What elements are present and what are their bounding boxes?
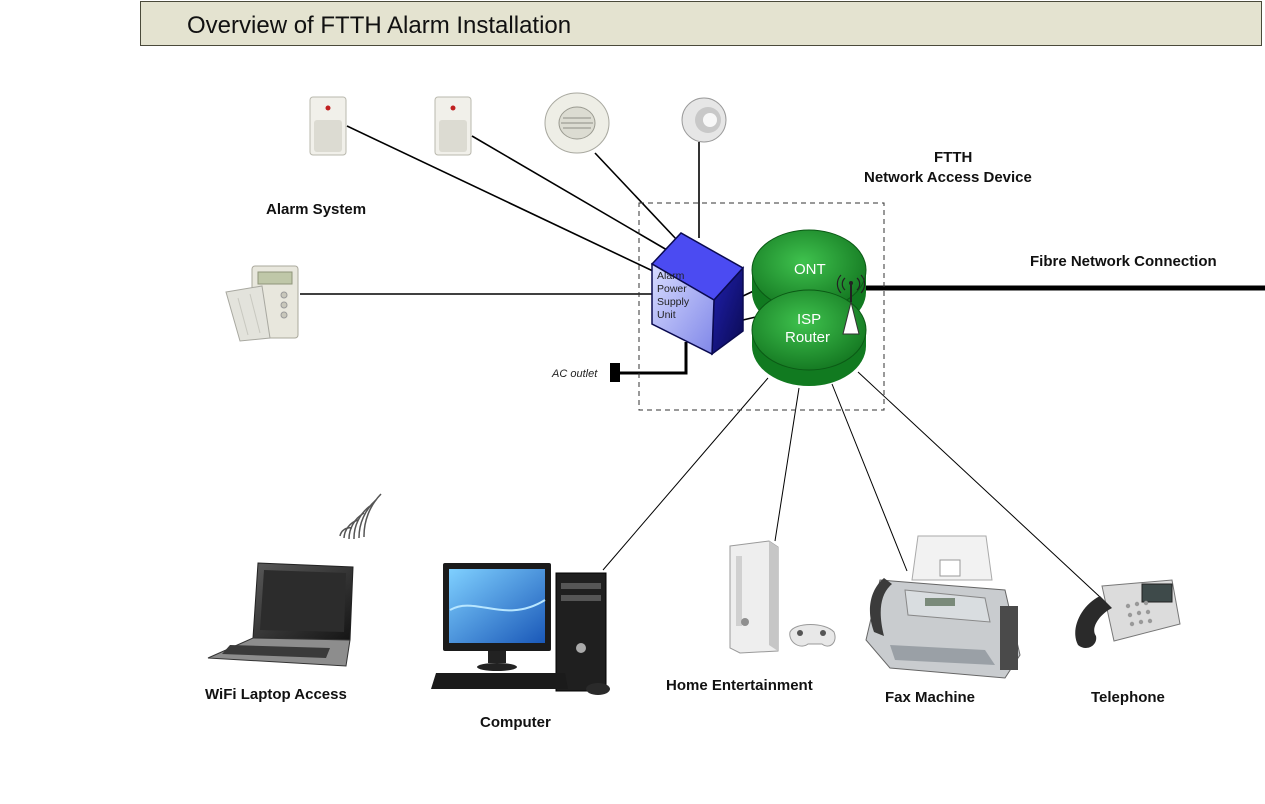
telephone-icon bbox=[1075, 579, 1181, 649]
ftth-label-line1: FTTH bbox=[934, 149, 972, 166]
game-console-icon bbox=[729, 540, 836, 654]
ac-cable bbox=[619, 342, 688, 375]
ont-label: ONT bbox=[794, 261, 826, 278]
router-label-line2: Router bbox=[785, 329, 830, 346]
isp-router-disk: ISP Router bbox=[751, 289, 867, 386]
wifi-signal-icon bbox=[339, 493, 382, 540]
laptop-icon bbox=[207, 562, 354, 667]
computer-icon bbox=[431, 563, 610, 695]
smoke-detector-icon bbox=[544, 92, 610, 154]
fibre-connection-label: Fibre Network Connection bbox=[1030, 253, 1217, 270]
page-title: Overview of FTTH Alarm Installation bbox=[187, 12, 572, 39]
psu-label-line4: Unit bbox=[657, 309, 676, 321]
ftth-label-line2: Network Access Device bbox=[864, 169, 1032, 186]
computer-label: Computer bbox=[480, 714, 551, 731]
fax-machine-label: Fax Machine bbox=[885, 689, 975, 706]
antenna-icon bbox=[836, 274, 866, 335]
motion-sensor-icon bbox=[309, 96, 347, 156]
telephone-line bbox=[857, 371, 1101, 598]
router-label-line1: ISP bbox=[797, 311, 821, 328]
title-bar: Overview of FTTH Alarm Installation bbox=[140, 1, 1262, 46]
fax-machine-icon bbox=[865, 535, 1021, 679]
ac-outlet-label: AC outlet bbox=[551, 368, 598, 380]
home-entertainment-label: Home Entertainment bbox=[666, 677, 813, 694]
motion-sensor-icon bbox=[434, 96, 472, 156]
computer-line bbox=[602, 377, 769, 571]
psu-label-line1: Alarm bbox=[657, 270, 685, 282]
ac-outlet-icon bbox=[610, 363, 620, 382]
keypad-icon bbox=[225, 265, 299, 342]
wifi-laptop-label: WiFi Laptop Access bbox=[205, 686, 347, 703]
sensor2-line bbox=[471, 135, 668, 251]
sensor1-line bbox=[346, 125, 656, 273]
psu-label-line2: Power bbox=[657, 283, 687, 295]
alarm-power-supply-unit: Alarm Power Supply Unit bbox=[650, 232, 745, 356]
telephone-label: Telephone bbox=[1091, 689, 1165, 706]
fax-line bbox=[831, 383, 908, 572]
siren-icon bbox=[681, 97, 727, 143]
entertainment-line bbox=[774, 387, 800, 542]
smoke-detector-line bbox=[594, 152, 678, 241]
alarm-system-label: Alarm System bbox=[266, 201, 366, 218]
psu-label-line3: Supply bbox=[657, 296, 690, 308]
